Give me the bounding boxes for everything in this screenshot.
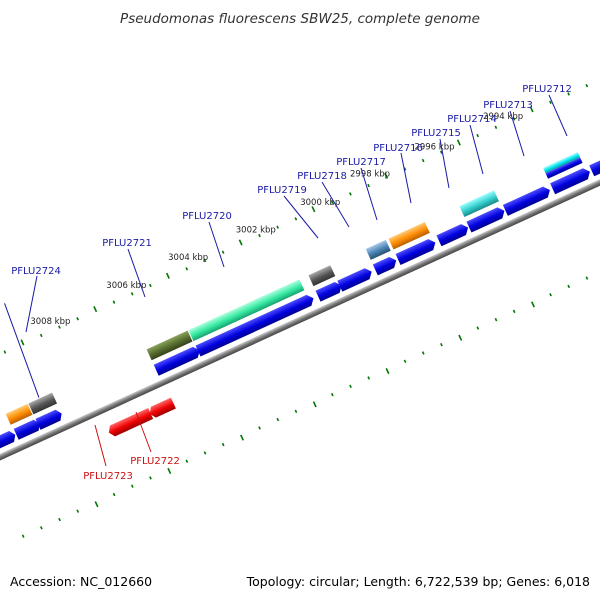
kbp-label-3002: 3002 kbp	[236, 225, 276, 235]
kbp-label-3004: 3004 kbp	[168, 253, 208, 263]
kbp-label-3008: 3008 kbp	[30, 317, 70, 327]
reverse-cds-track	[108, 397, 176, 437]
kbp-label-2996: 2996 kbp	[414, 142, 454, 152]
cds-arrow	[35, 409, 62, 430]
gene-label-pflu2717[interactable]: PFLU2717	[336, 157, 386, 168]
forward-ruler	[3, 83, 589, 354]
cds-arrow	[502, 186, 550, 216]
cds-arrow	[195, 294, 314, 357]
feature-bar-pflu2712-lower	[545, 157, 583, 179]
genome-backbone	[0, 163, 600, 469]
gene-label-pflu2719[interactable]: PFLU2719	[257, 185, 307, 196]
reverse-ruler	[21, 276, 589, 538]
cds-arrow	[466, 207, 505, 233]
cds-arrow-reverse	[149, 397, 176, 418]
cds-arrow	[550, 168, 590, 195]
kbp-label-3000: 3000 kbp	[300, 198, 340, 208]
cds-arrow-reverse	[108, 408, 154, 437]
feature-bar-pflu2724	[28, 392, 58, 415]
gene-label-pflu2713[interactable]: PFLU2713	[483, 100, 533, 111]
feature-bar-pflu2714	[459, 190, 499, 218]
gene-labels: PFLU2712 PFLU2713 PFLU2714 PFLU2715 PFLU…	[11, 84, 572, 482]
gene-label-pflu2723[interactable]: PFLU2723	[83, 471, 133, 482]
kbp-label-2998: 2998 kbp	[350, 170, 390, 180]
gene-label-pflu2718[interactable]: PFLU2718	[297, 171, 347, 182]
cds-arrow	[337, 268, 372, 292]
gene-label-pflu2712[interactable]: PFLU2712	[522, 84, 572, 95]
gene-label-pflu2714[interactable]: PFLU2714	[447, 114, 497, 125]
gene-label-pflu2721[interactable]: PFLU2721	[102, 238, 152, 249]
feature-bar-pflu2719	[308, 265, 336, 287]
cds-arrow	[13, 419, 40, 440]
cds-arrow	[372, 256, 397, 276]
cds-arrow	[436, 224, 469, 247]
kbp-label-3006: 3006 kbp	[106, 281, 146, 291]
forward-cds-track	[0, 152, 600, 451]
feature-bar-pflu2720	[188, 279, 305, 342]
genome-track: 2994 kbp 2996 kbp 2998 kbp 3000 kbp 3002…	[0, 83, 600, 538]
cds-arrow	[0, 430, 16, 451]
gene-label-pflu2724[interactable]: PFLU2724	[11, 266, 61, 277]
gene-label-pflu2720[interactable]: PFLU2720	[182, 211, 232, 222]
cds-arrow	[395, 239, 436, 265]
map-title: Pseudomonas fluorescens SBW25, complete …	[120, 11, 480, 27]
feature-bar-pflu2716	[388, 221, 430, 250]
label-leader-lines	[4, 303, 40, 398]
feature-bar-pflu2717	[365, 239, 391, 260]
feature-bar-pflu2712	[543, 152, 581, 174]
gene-label-pflu2722[interactable]: PFLU2722	[130, 456, 180, 467]
gene-label-pflu2716[interactable]: PFLU2716	[373, 143, 423, 154]
cds-arrow	[153, 346, 200, 376]
feature-bar-pflu2724-orange	[5, 403, 33, 425]
kbp-labels: 2994 kbp 2996 kbp 2998 kbp 3000 kbp 3002…	[30, 112, 523, 327]
feature-bar-pflu2721	[146, 330, 193, 361]
feature-track	[5, 152, 583, 425]
gene-label-pflu2715[interactable]: PFLU2715	[411, 128, 461, 139]
cds-arrow	[589, 152, 600, 177]
cds-arrow	[315, 281, 342, 302]
gene-label-lines	[25, 94, 568, 467]
accession-text: Accession: NC_012660	[10, 574, 152, 589]
genome-summary-text: Topology: circular; Length: 6,722,539 bp…	[246, 574, 590, 589]
kbp-label-2994: 2994 kbp	[483, 112, 523, 122]
